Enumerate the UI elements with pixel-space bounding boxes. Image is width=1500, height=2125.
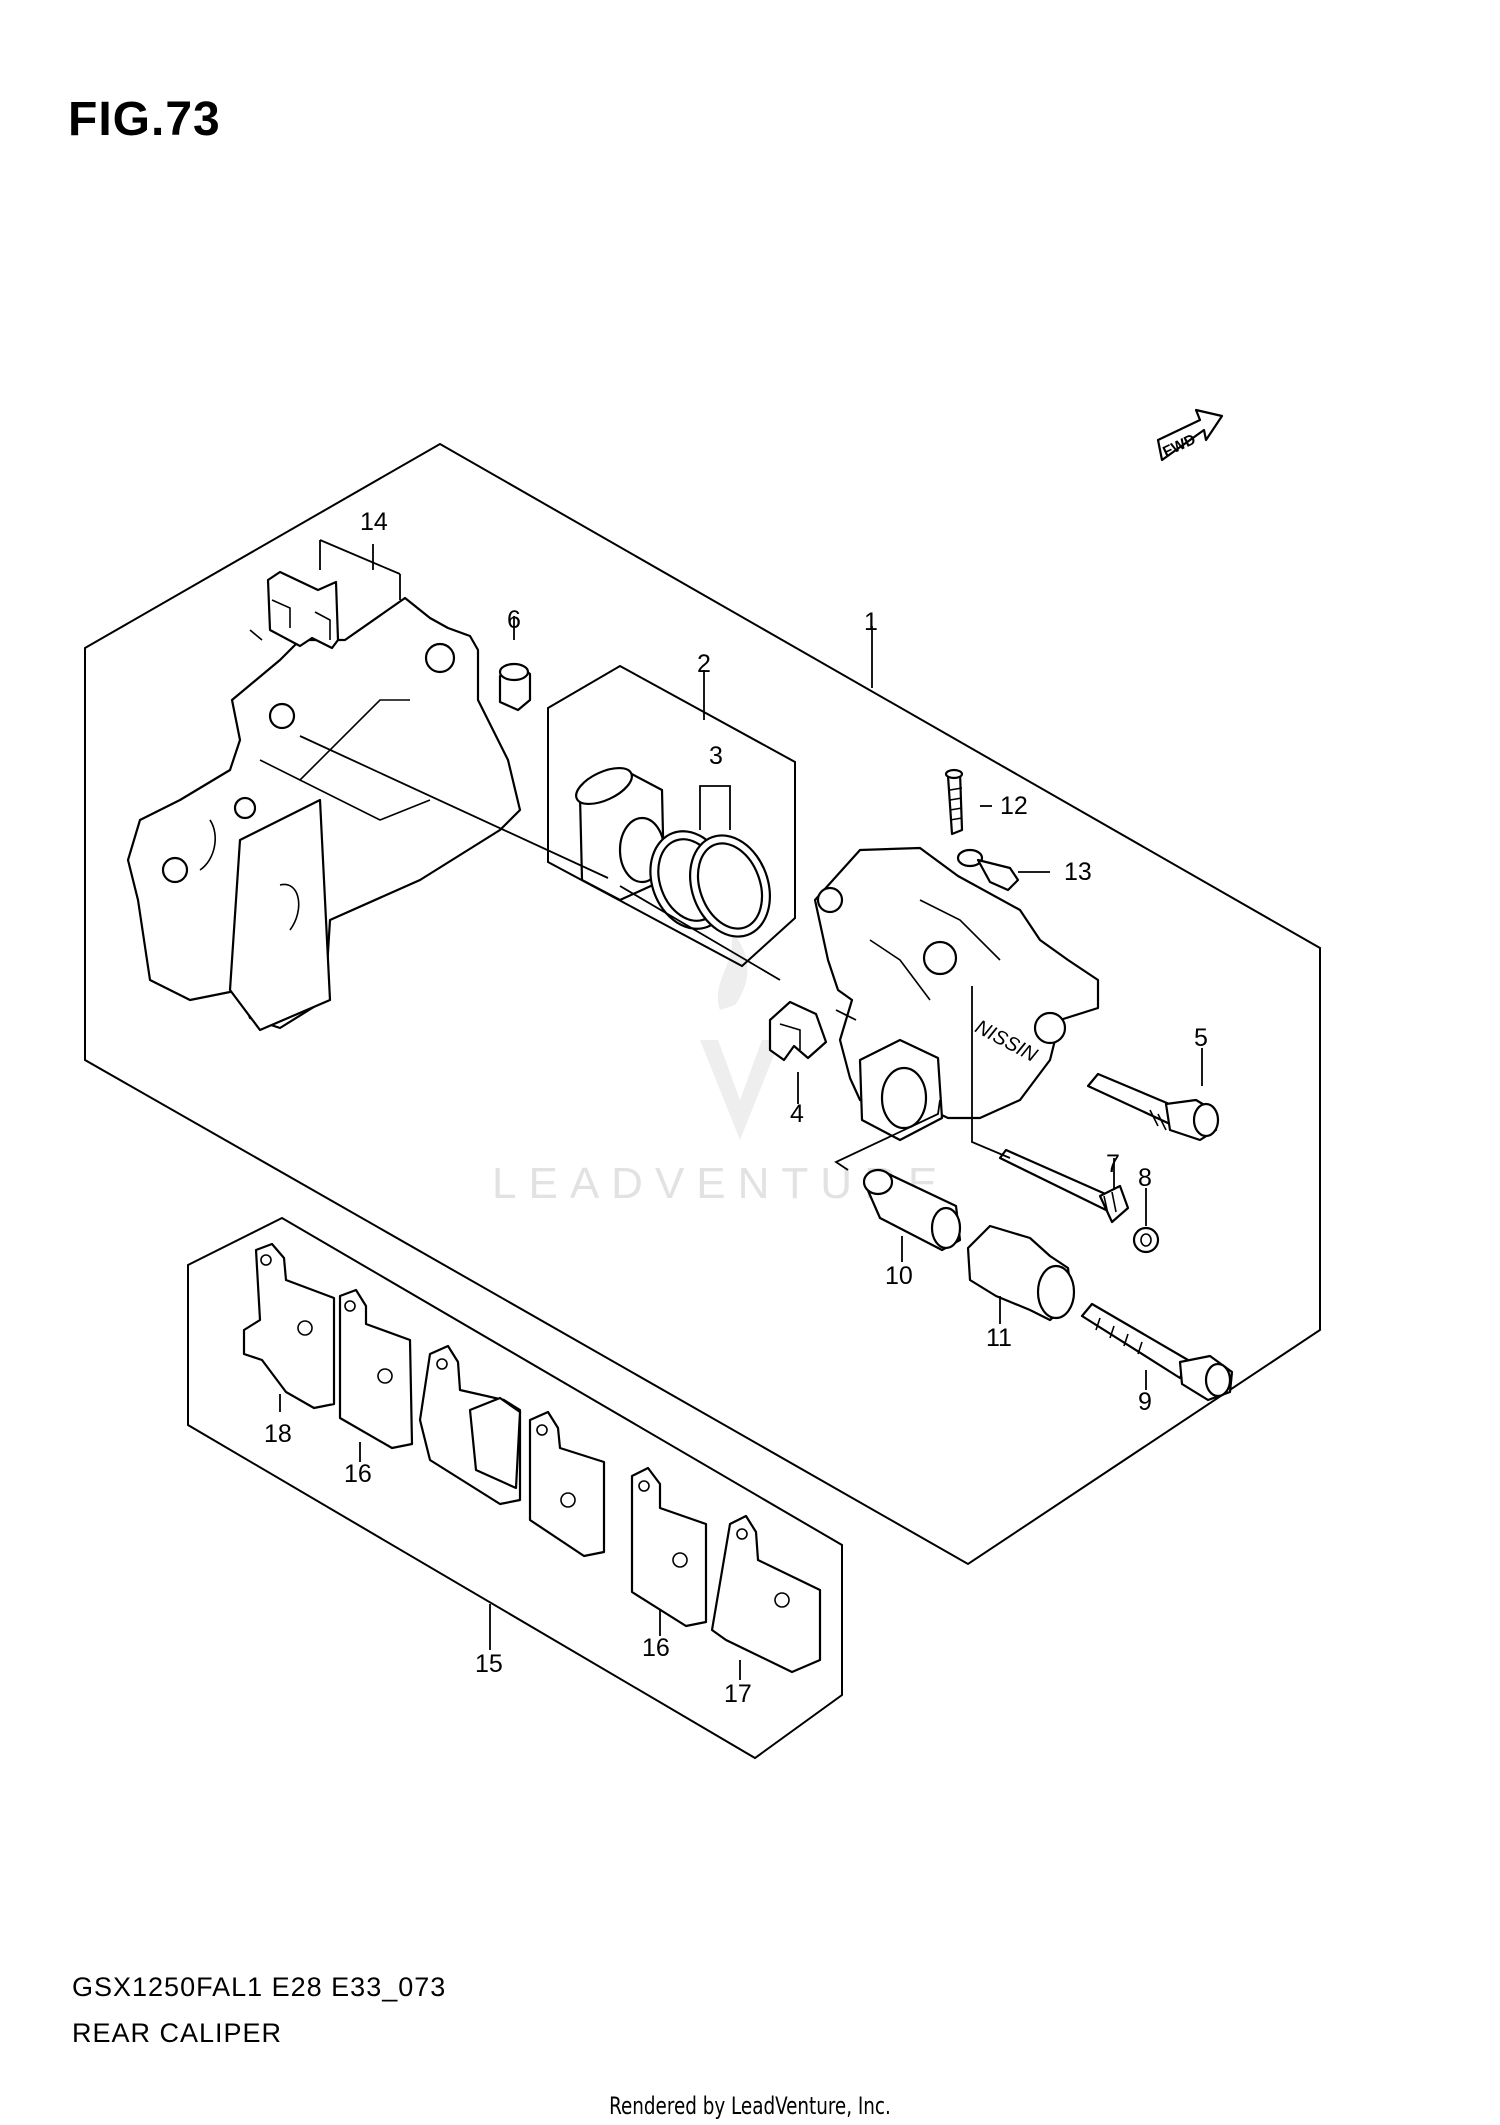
callout-1: 1 <box>864 608 878 636</box>
boot-part <box>498 662 532 712</box>
washer-part-8 <box>1132 1226 1160 1254</box>
piston-part <box>575 766 666 902</box>
callout-14: 14 <box>360 508 388 536</box>
model-code: GSX1250FAL1 E28 E33_073 <box>72 1972 447 2002</box>
pad-retainer-part <box>249 570 340 650</box>
callout-13: 13 <box>1064 858 1092 886</box>
figure-label: FIG.73 <box>68 93 221 146</box>
bleeder-cap-part <box>956 848 1020 892</box>
bolt-part-9 <box>1080 1302 1234 1402</box>
caliper-bracket <box>126 596 522 1032</box>
diagram-name: REAR CALIPER <box>72 2018 283 2048</box>
assembly-frame <box>84 442 1321 1566</box>
callout-8: 8 <box>1138 1164 1152 1192</box>
fwd-arrow-icon: FWD <box>1156 408 1224 462</box>
bolt-part-5 <box>1086 1072 1220 1142</box>
watermark: LEADVENTURE <box>492 930 937 1208</box>
callout-2: 2 <box>697 650 711 678</box>
sleeve-part-10 <box>862 1168 962 1252</box>
callout-17: 17 <box>724 1680 752 1708</box>
assembly-axis-lines <box>299 735 1011 1171</box>
callout-16a: 16 <box>344 1460 372 1488</box>
callout-18: 18 <box>264 1420 292 1448</box>
callout-15: 15 <box>475 1650 503 1678</box>
callout-labels: 14 6 1 2 3 12 13 5 4 7 8 10 11 9 18 16 1… <box>264 508 1208 1708</box>
callout-10: 10 <box>885 1262 913 1290</box>
callout-5: 5 <box>1194 1024 1208 1052</box>
callout-7: 7 <box>1106 1150 1120 1178</box>
piston-set-frame <box>547 664 796 968</box>
callout-leaders <box>279 539 1203 1680</box>
footer-credit: Rendered by LeadVenture, Inc. <box>609 2092 891 2120</box>
callout-6: 6 <box>507 606 521 634</box>
bleeder-screw-part <box>944 768 964 836</box>
brake-pads <box>242 1242 822 1674</box>
slide-boot-part <box>858 1038 944 1142</box>
boot-part-11 <box>966 1224 1076 1322</box>
callout-11: 11 <box>986 1324 1012 1352</box>
pad-set-frame <box>187 1216 843 1760</box>
seal-ring-part <box>649 830 771 938</box>
callout-3: 3 <box>709 742 723 770</box>
pad-spring-part <box>768 1000 828 1062</box>
callout-12: 12 <box>1000 792 1028 820</box>
caliper-body: NISSIN <box>813 846 1100 1120</box>
callout-4: 4 <box>790 1100 804 1128</box>
callout-9: 9 <box>1138 1388 1152 1416</box>
callout-16b: 16 <box>642 1634 670 1662</box>
